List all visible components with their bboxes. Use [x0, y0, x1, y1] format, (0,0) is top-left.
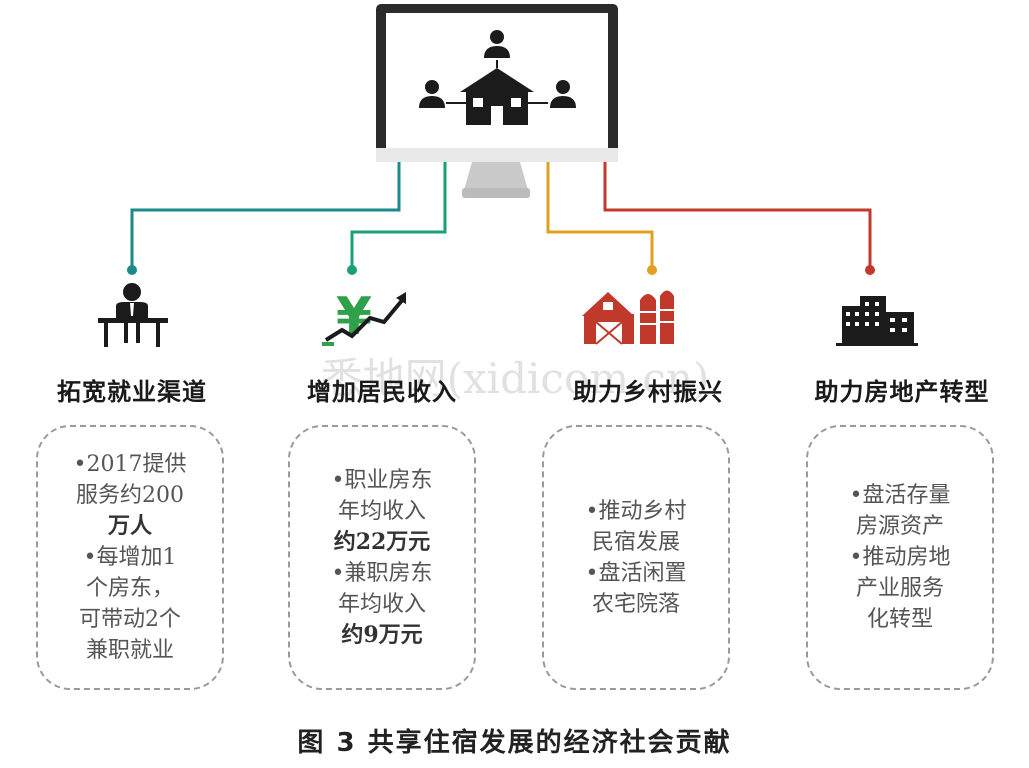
connector-dot-realestate — [865, 265, 875, 275]
connector-income — [350, 162, 447, 268]
box-line: •2017提供 — [73, 452, 187, 477]
box-line: 房源资产 — [855, 514, 944, 539]
box-employment: •2017提供 服务约200 万人 •每增加1 个房东， 可带动2个 兼职就业 — [36, 425, 224, 690]
connector-dot-employment — [127, 265, 137, 275]
box-line: 个房东， — [85, 576, 174, 601]
connector-lines — [130, 162, 872, 268]
title-income: 增加居民收入 — [307, 378, 457, 406]
connector-dot-rural — [647, 265, 657, 275]
connector-dot-income — [347, 265, 357, 275]
box-line: 年均收入 — [337, 591, 426, 617]
worker-at-desk-icon — [98, 283, 168, 347]
box-line: 民宿发展 — [591, 529, 680, 555]
watermark: 悉地网(xidicom.cn) — [320, 354, 710, 403]
title-employment: 拓宽就业渠道 — [57, 378, 207, 406]
box-line: 可带动2个 — [79, 607, 181, 632]
box-line: 年均收入 — [337, 498, 426, 524]
yuan-growth-icon: ¥ — [322, 286, 408, 347]
box-line: 约9万元 — [341, 621, 423, 648]
house-network-monitor-icon — [376, 4, 618, 198]
connector-rural — [546, 162, 654, 268]
svg-text:¥: ¥ — [336, 287, 372, 347]
box-line: 约22万元 — [333, 528, 431, 555]
connector-employment — [130, 162, 401, 268]
box-line: •兼职房东 — [331, 560, 433, 586]
title-rural: 助力乡村振兴 — [573, 378, 723, 406]
title-realestate: 助力房地产转型 — [814, 378, 990, 406]
box-line: •推动房地 — [849, 545, 951, 570]
box-line: 服务约200 — [76, 483, 184, 508]
barn-silo-icon — [582, 290, 674, 345]
connector-realestate — [603, 162, 872, 268]
buildings-icon — [836, 296, 918, 346]
box-line: 农宅院落 — [591, 591, 680, 617]
box-line: 化转型 — [866, 607, 933, 632]
box-line: 产业服务 — [855, 576, 944, 601]
box-line: 兼职就业 — [85, 638, 174, 663]
box-line: •职业房东 — [331, 467, 433, 493]
figure-caption: 图 3 共享住宿发展的经济社会贡献 — [297, 728, 732, 758]
box-line: •每增加1 — [83, 545, 177, 570]
box-realestate: •盘活存量 房源资产 •推动房地 产业服务 化转型 — [806, 425, 994, 690]
box-line: •盘活闲置 — [585, 560, 687, 586]
box-line: •推动乡村 — [585, 498, 687, 524]
box-line: 万人 — [107, 513, 152, 539]
box-rural: •推动乡村 民宿发展 •盘活闲置 农宅院落 — [542, 425, 730, 690]
box-line: •盘活存量 — [849, 483, 951, 508]
box-income: •职业房东 年均收入 约22万元 •兼职房东 年均收入 约9万元 — [288, 425, 476, 690]
